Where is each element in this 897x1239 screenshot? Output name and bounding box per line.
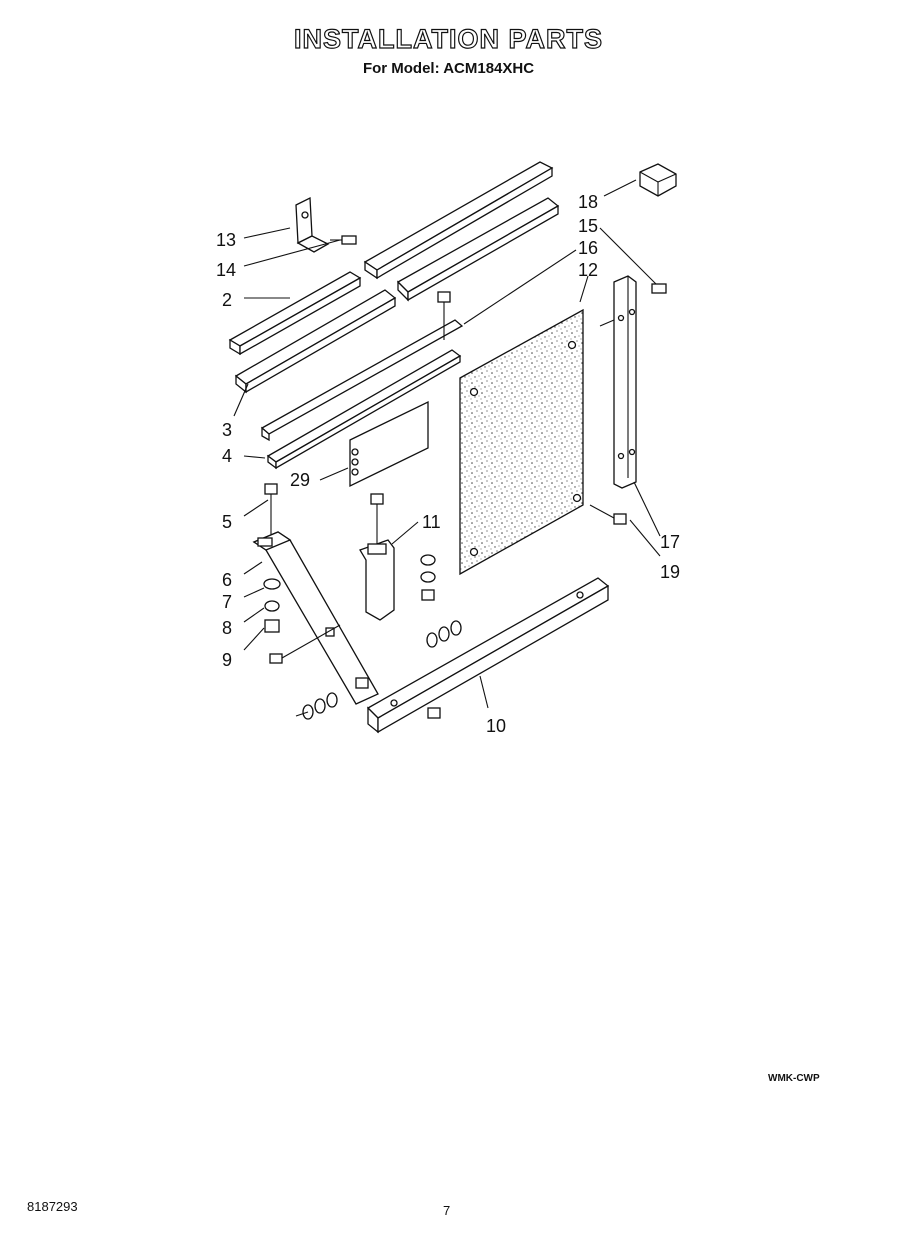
part-13-bracket: [295, 196, 330, 253]
top-rail: [363, 161, 554, 280]
part-19-screw: [589, 504, 627, 525]
callout-13: 13: [216, 230, 236, 250]
callout-5: 5: [222, 512, 232, 532]
bolt-lower-right: [427, 707, 441, 719]
callout-14: 14: [216, 260, 236, 280]
document-number: 8187293: [27, 1199, 78, 1214]
bolt-assembly-middle: [426, 620, 462, 648]
model-subtitle: For Model: ACM184XHC: [362, 60, 535, 77]
callout-4: 4: [222, 446, 232, 466]
bolt-left: [269, 624, 341, 664]
callout-18: 18: [578, 192, 598, 212]
page-number: 7: [443, 1203, 451, 1218]
callout-10: 10: [486, 716, 506, 736]
callout-19: 19: [660, 562, 680, 582]
callout-6: 6: [222, 570, 232, 590]
part-2-rail: [228, 271, 362, 356]
callout-2: 2: [222, 290, 232, 310]
washers-7-8-9: [263, 578, 281, 633]
callout-15: 15: [578, 216, 598, 236]
part-16-screw: [437, 291, 451, 340]
leader-lines: [233, 179, 661, 709]
diagram-code: WMK-CWP: [768, 1073, 820, 1084]
part-4-rail: [266, 349, 462, 470]
washers-11: [420, 554, 436, 601]
callout-9: 9: [222, 650, 232, 670]
callout-16: 16: [578, 238, 598, 258]
part-18-block: [639, 163, 677, 197]
part-10-rail: [366, 577, 610, 734]
part-16-strip: [260, 319, 464, 442]
part-6-brace: [252, 531, 379, 705]
callout-29: 29: [290, 470, 310, 490]
part-11-bracket: [359, 539, 395, 621]
part-5-screw: [264, 483, 278, 535]
part-29-plate: [349, 400, 429, 488]
part-17-rail: [599, 275, 637, 489]
callout-12: 12: [578, 260, 598, 280]
bolt-assembly-lower-left: [295, 692, 338, 720]
top-channel: [396, 197, 560, 302]
callout-3: 3: [222, 420, 232, 440]
callout-11: 11: [422, 512, 441, 532]
part-12-panel: [459, 308, 584, 576]
callout-7: 7: [222, 592, 232, 612]
callout-labels: 13 14 2 3 4 5 6 7 8 9 29 11 10 18 15 16 …: [216, 192, 680, 736]
callout-8: 8: [222, 618, 232, 638]
part-11-screw: [370, 493, 384, 545]
callout-17: 17: [660, 532, 680, 552]
page-title: INSTALLATION PARTS: [293, 23, 603, 54]
part-15-screw: [651, 283, 667, 294]
part-14-screw: [330, 235, 357, 245]
